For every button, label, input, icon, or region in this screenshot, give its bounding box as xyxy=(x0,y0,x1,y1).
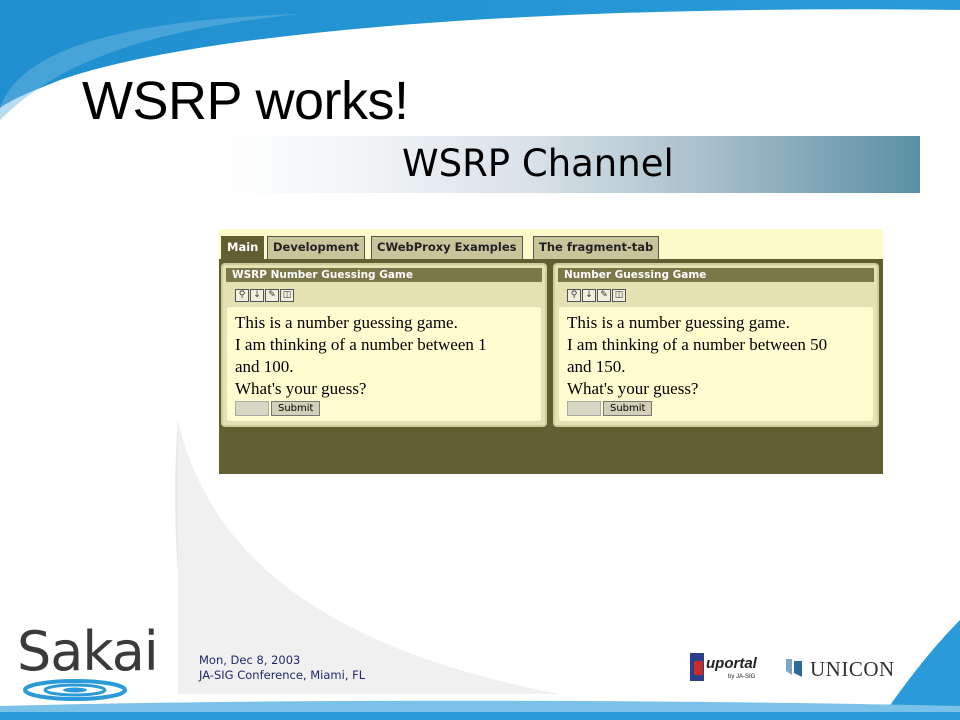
portal-screenshot: Main Development CWebProxy Examples The … xyxy=(219,229,883,474)
channel-title: Number Guessing Game xyxy=(558,268,874,282)
guess-form: Submit xyxy=(567,401,865,416)
game-text-line: I am thinking of a number between 50 xyxy=(567,335,828,354)
game-text: This is a number guessing game. I am thi… xyxy=(235,312,533,400)
game-text-line: This is a number guessing game. xyxy=(567,313,790,332)
download-icon[interactable]: ↓ xyxy=(250,289,264,302)
channel-body: This is a number guessing game. I am thi… xyxy=(559,307,873,421)
remove-icon[interactable]: ◫ xyxy=(280,289,294,302)
water-ripple-icon xyxy=(23,679,127,701)
game-text-line: I am thinking of a number between 1 xyxy=(235,335,487,354)
channel-controls: ⚲ ↓ ✎ ◫ xyxy=(567,289,626,303)
submit-button[interactable]: Submit xyxy=(603,401,653,416)
edit-icon[interactable]: ✎ xyxy=(597,289,611,302)
footer-meta: Mon, Dec 8, 2003 JA-SIG Conference, Miam… xyxy=(199,653,365,683)
tab-main[interactable]: Main xyxy=(221,236,265,259)
unicon-logo-text: UNICON xyxy=(810,657,895,681)
tab-cwebproxy-examples[interactable]: CWebProxy Examples xyxy=(371,236,523,259)
game-text: This is a number guessing game. I am thi… xyxy=(567,312,865,400)
game-text-line: This is a number guessing game. xyxy=(235,313,458,332)
tab-bar: Main Development CWebProxy Examples The … xyxy=(219,229,883,259)
channel-body: This is a number guessing game. I am thi… xyxy=(227,307,541,421)
game-text-line: and 100. xyxy=(235,357,294,376)
channel-title: WSRP Number Guessing Game xyxy=(226,268,542,282)
sakai-logo: Sakai xyxy=(17,620,167,710)
uportal-logo: uportal by JA-SIG xyxy=(690,651,757,685)
channel-number-guessing: Number Guessing Game ⚲ ↓ ✎ ◫ This is a n… xyxy=(553,263,879,427)
uportal-logo-by: by JA-SIG xyxy=(728,674,756,680)
uportal-logo-mark xyxy=(690,653,704,681)
channel-banner: WSRP Channel xyxy=(210,136,920,193)
unicon-logo: UNICON xyxy=(782,655,902,681)
channel-wsrp-number-guessing: WSRP Number Guessing Game ⚲ ↓ ✎ ◫ This i… xyxy=(221,263,547,427)
unicon-logo-mark xyxy=(786,659,802,677)
tab-development[interactable]: Development xyxy=(267,236,366,259)
download-icon[interactable]: ↓ xyxy=(582,289,596,302)
channel-controls: ⚲ ↓ ✎ ◫ xyxy=(235,289,294,303)
guess-input[interactable] xyxy=(235,401,269,416)
footer-event: JA-SIG Conference, Miami, FL xyxy=(199,668,366,682)
channel-banner-title: WSRP Channel xyxy=(402,142,674,185)
tab-fragment-tab[interactable]: The fragment-tab xyxy=(533,236,660,259)
slide-title: WSRP works! xyxy=(82,71,409,131)
submit-button[interactable]: Submit xyxy=(271,401,321,416)
zoom-icon[interactable]: ⚲ xyxy=(567,289,581,302)
edit-icon[interactable]: ✎ xyxy=(265,289,279,302)
game-text-line: What's your guess? xyxy=(235,379,367,398)
sakai-logo-text: Sakai xyxy=(17,620,159,683)
uportal-logo-text: uportal xyxy=(706,655,757,672)
game-text-line: What's your guess? xyxy=(567,379,699,398)
channel-area: WSRP Number Guessing Game ⚲ ↓ ✎ ◫ This i… xyxy=(219,259,883,474)
game-text-line: and 150. xyxy=(567,357,626,376)
footer-date: Mon, Dec 8, 2003 xyxy=(199,653,301,667)
guess-form: Submit xyxy=(235,401,533,416)
remove-icon[interactable]: ◫ xyxy=(612,289,626,302)
guess-input[interactable] xyxy=(567,401,601,416)
zoom-icon[interactable]: ⚲ xyxy=(235,289,249,302)
